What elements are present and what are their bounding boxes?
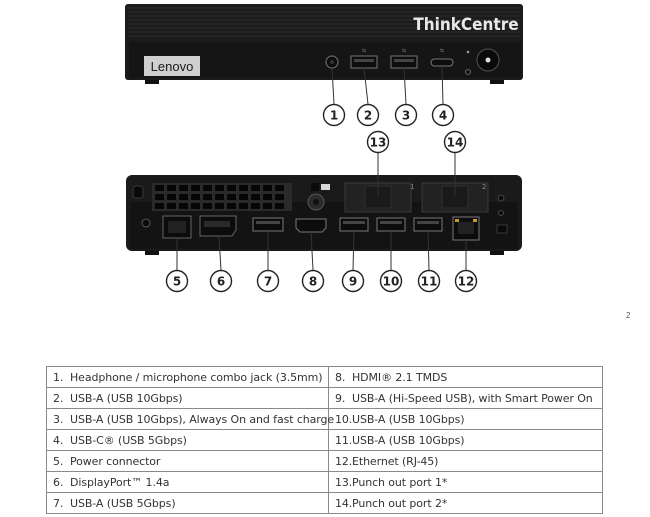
table-row: 6.DisplayPort™ 1.4a 13.Punch out port 1* xyxy=(46,471,603,493)
table-cell: 7.USB-A (USB 5Gbps) xyxy=(46,492,329,514)
front-view: Lenovo ThinkCentre ⇆ ⇆ ⇆ xyxy=(125,4,523,84)
svg-text:4: 4 xyxy=(439,109,447,123)
lenovo-logo-text: Lenovo xyxy=(151,59,194,74)
callout-3: 3 xyxy=(394,103,418,127)
callout-4: 4 xyxy=(431,103,455,127)
usb-a-rear-port-icon xyxy=(339,217,369,232)
callout-6: 6 xyxy=(209,269,233,293)
table-cell: 10.USB-A (USB 10Gbps) xyxy=(328,408,603,430)
callout-14: 14 xyxy=(443,130,467,154)
table-cell: 6.DisplayPort™ 1.4a xyxy=(46,471,329,493)
svg-text:3: 3 xyxy=(402,109,410,123)
table-cell: 1.Headphone / microphone combo jack (3.5… xyxy=(46,366,329,388)
callout-11: 11 xyxy=(417,269,441,293)
svg-text:9: 9 xyxy=(349,275,357,289)
table-row: 3.USB-A (USB 10Gbps), Always On and fast… xyxy=(46,408,603,430)
svg-text:⇆: ⇆ xyxy=(362,48,366,54)
rear-view: 1 2 xyxy=(126,175,522,255)
table-cell: 9.USB-A (Hi-Speed USB), with Smart Power… xyxy=(328,387,603,409)
port-diagram: Lenovo ThinkCentre ⇆ ⇆ ⇆ 1 2 3 4 xyxy=(125,4,523,293)
punch-out-label-2: 2 xyxy=(482,183,486,191)
table-cell: 14.Punch out port 2* xyxy=(328,492,603,514)
callout-5: 5 xyxy=(165,269,189,293)
svg-text:10: 10 xyxy=(383,275,400,289)
punch-out-label-1: 1 xyxy=(410,183,414,191)
table-cell: 2.USB-A (USB 10Gbps) xyxy=(46,387,329,409)
punch-out-area-2 xyxy=(421,182,489,213)
callout-2: 2 xyxy=(356,103,380,127)
svg-text:6: 6 xyxy=(217,275,225,289)
table-row: 5.Power connector 12.Ethernet (RJ-45) xyxy=(46,450,603,472)
ethernet-port-icon xyxy=(452,216,480,241)
svg-text:5: 5 xyxy=(173,275,181,289)
usb-a-rear-port-icon xyxy=(376,217,406,232)
svg-text:⇆: ⇆ xyxy=(440,48,444,54)
table-cell: 5.Power connector xyxy=(46,450,329,472)
svg-text:2: 2 xyxy=(364,109,372,123)
callout-8: 8 xyxy=(301,269,325,293)
table-row: 7.USB-A (USB 5Gbps) 14.Punch out port 2* xyxy=(46,492,603,514)
thinkcentre-logo-text: ThinkCentre xyxy=(413,15,518,35)
table-row: 2.USB-A (USB 10Gbps) 9.USB-A (Hi-Speed U… xyxy=(46,387,603,409)
callout-10: 10 xyxy=(379,269,403,293)
callout-9: 9 xyxy=(341,269,365,293)
svg-text:1: 1 xyxy=(330,109,338,123)
svg-text:14: 14 xyxy=(447,136,464,150)
lenovo-logo xyxy=(144,56,200,76)
hdmi-port-icon xyxy=(295,218,327,233)
table-cell: 3.USB-A (USB 10Gbps), Always On and fast… xyxy=(46,408,334,430)
svg-text:⇆: ⇆ xyxy=(402,48,406,54)
callout-1: 1 xyxy=(322,103,346,127)
table-row: 4.USB-C® (USB 5Gbps) 11.USB-A (USB 10Gbp… xyxy=(46,429,603,451)
svg-text:12: 12 xyxy=(458,275,475,289)
table-cell: 8.HDMI® 2.1 TMDS xyxy=(328,366,603,388)
vent-grille xyxy=(132,183,292,211)
table-row: 1.Headphone / microphone combo jack (3.5… xyxy=(46,366,603,388)
svg-text:7: 7 xyxy=(264,275,272,289)
page-number: 2 xyxy=(626,311,631,320)
table-cell: 4.USB-C® (USB 5Gbps) xyxy=(46,429,329,451)
usb-a-rear-port-icon xyxy=(252,217,284,232)
usb-a-rear-port-icon xyxy=(413,217,443,232)
usb-a-front-port-icon xyxy=(390,55,418,69)
security-slot-icon xyxy=(141,218,151,228)
table-cell: 12.Ethernet (RJ-45) xyxy=(328,450,603,472)
usb-c-port-icon xyxy=(430,58,454,67)
table-cell: 11.USB-A (USB 10Gbps) xyxy=(328,429,603,451)
callout-12: 12 xyxy=(454,269,478,293)
table-cell: 13.Punch out port 1* xyxy=(328,471,603,493)
ports-table: 1.Headphone / microphone combo jack (3.5… xyxy=(46,366,603,514)
usb-a-front-port-icon xyxy=(350,55,378,69)
svg-text:8: 8 xyxy=(309,275,317,289)
callout-7: 7 xyxy=(256,269,280,293)
svg-text:11: 11 xyxy=(421,275,438,289)
svg-text:13: 13 xyxy=(370,136,387,150)
callout-13: 13 xyxy=(366,130,390,154)
